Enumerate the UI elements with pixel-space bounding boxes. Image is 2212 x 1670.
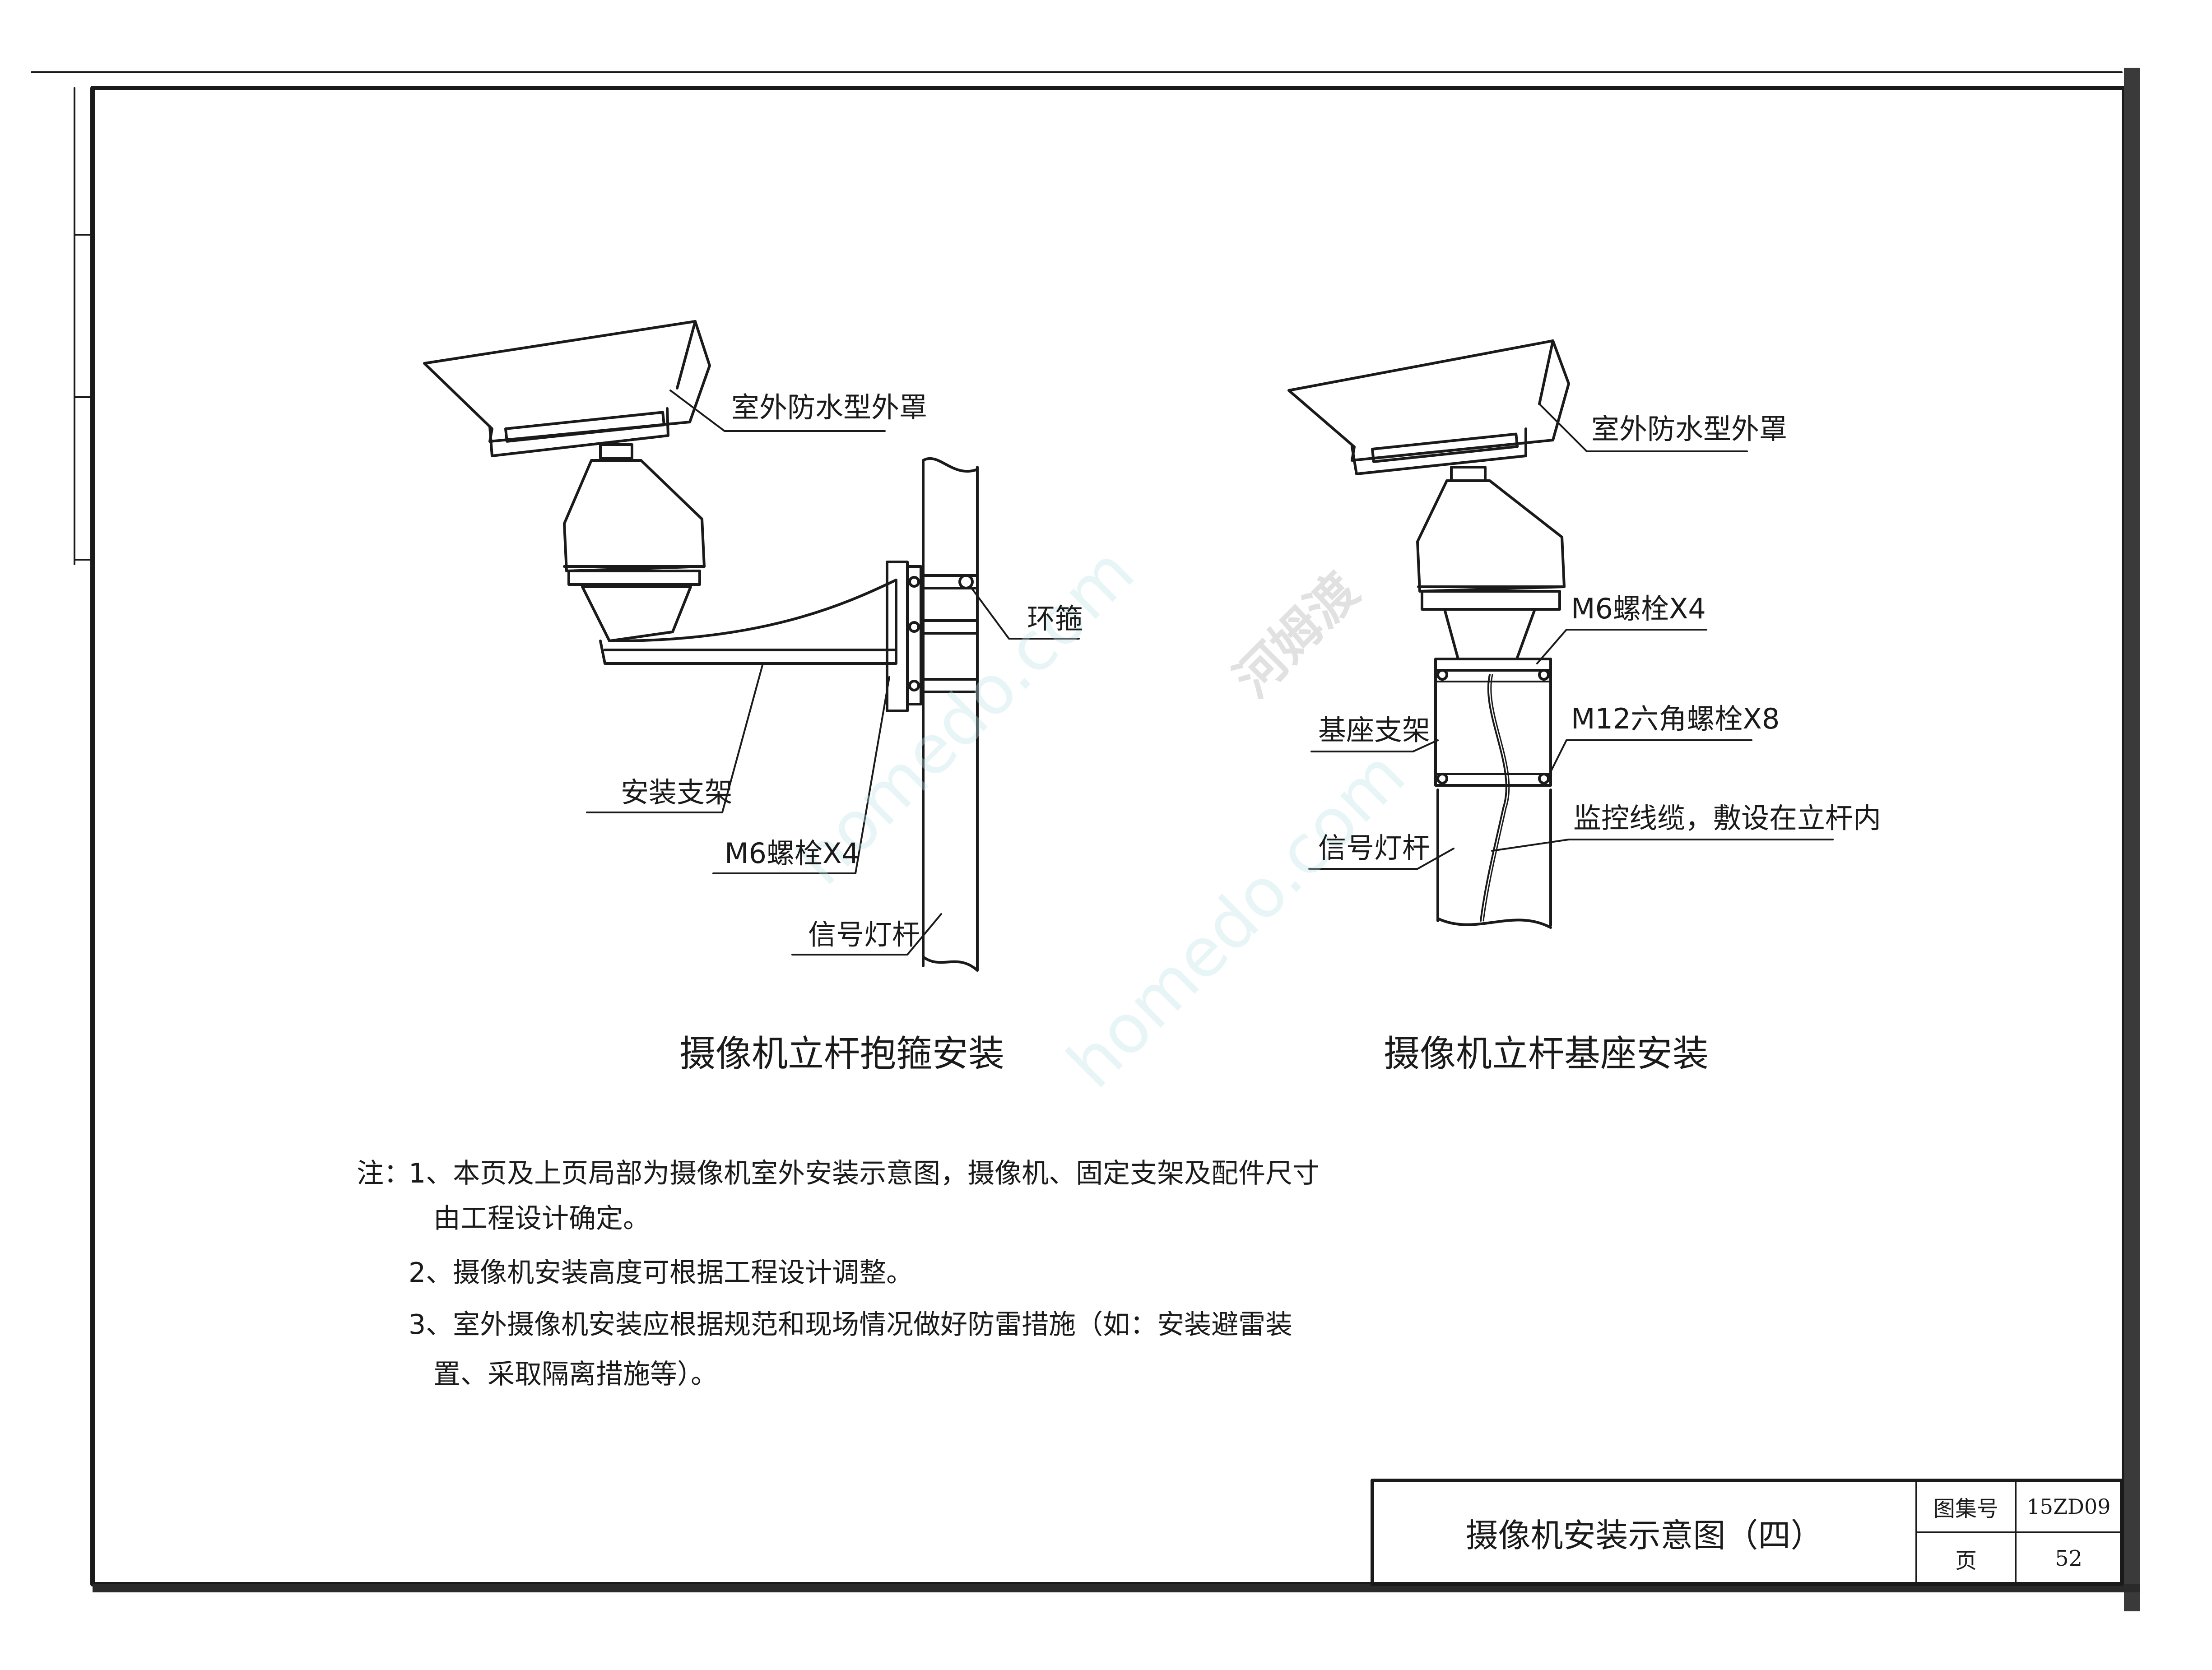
left-label-hoop: 环箍 bbox=[1027, 602, 1083, 635]
right-diagram-caption: 摄像机立杆基座安装 bbox=[1384, 1033, 1709, 1075]
right-base-bracket bbox=[1434, 669, 1552, 787]
title-block-atlas-label: 图集号 bbox=[1933, 1496, 1998, 1522]
note-line-2: 2、摄像机安装高度可根据工程设计调整。 bbox=[409, 1257, 914, 1289]
note-line-1-cont: 由工程设计确定。 bbox=[433, 1203, 650, 1234]
right-label-pole: 信号灯杆 bbox=[1318, 831, 1431, 864]
left-bracket-arm bbox=[599, 579, 897, 665]
title-block-page-label: 页 bbox=[1955, 1548, 1977, 1573]
note-line-1: 1、本页及上页局部为摄像机室外安装示意图，摄像机、固定支架及配件尺寸 bbox=[409, 1158, 1320, 1189]
note-line-3-cont: 置、采取隔离措施等）。 bbox=[433, 1359, 718, 1390]
right-label-bolt-top: M6螺栓X4 bbox=[1571, 592, 1706, 625]
right-base-plate bbox=[1434, 658, 1552, 672]
right-signal-pole bbox=[1436, 789, 1552, 929]
title-block-frame bbox=[1371, 1479, 2124, 1586]
right-label-cable: 监控线缆，敷设在立杆内 bbox=[1573, 802, 1882, 835]
note-line-3: 3、室外摄像机安装应根据规范和现场情况做好防雷措施（如：安装避雷装 bbox=[409, 1309, 1293, 1341]
right-dome-shape bbox=[1416, 479, 1566, 593]
right-label-housing: 室外防水型外罩 bbox=[1591, 413, 1788, 445]
title-block-page-value: 52 bbox=[2054, 1545, 2083, 1571]
right-camera-diagram bbox=[1287, 339, 1834, 929]
right-label-base-bracket: 基座支架 bbox=[1318, 714, 1431, 747]
left-signal-pole bbox=[922, 457, 979, 972]
left-dome-shape bbox=[563, 459, 706, 572]
left-diagram-caption: 摄像机立杆抱箍安装 bbox=[679, 1033, 1004, 1075]
right-monitor-cable bbox=[1480, 674, 1507, 922]
left-camera-diagram bbox=[423, 320, 1080, 972]
sheet-border bbox=[31, 68, 2140, 1611]
title-block-atlas-value: 15ZD09 bbox=[2026, 1494, 2111, 1519]
notes-prefix: 注： bbox=[357, 1158, 411, 1189]
left-label-housing: 室外防水型外罩 bbox=[731, 391, 928, 424]
left-label-bracket: 安装支架 bbox=[621, 776, 733, 809]
right-label-hex-bolt: M12六角螺栓X8 bbox=[1571, 702, 1780, 735]
right-hex-bolts bbox=[1436, 669, 1550, 784]
left-label-pole: 信号灯杆 bbox=[808, 918, 920, 951]
left-label-bolt: M6螺栓X4 bbox=[725, 837, 860, 870]
title-block-title: 摄像机安装示意图（四） bbox=[1465, 1516, 1823, 1554]
